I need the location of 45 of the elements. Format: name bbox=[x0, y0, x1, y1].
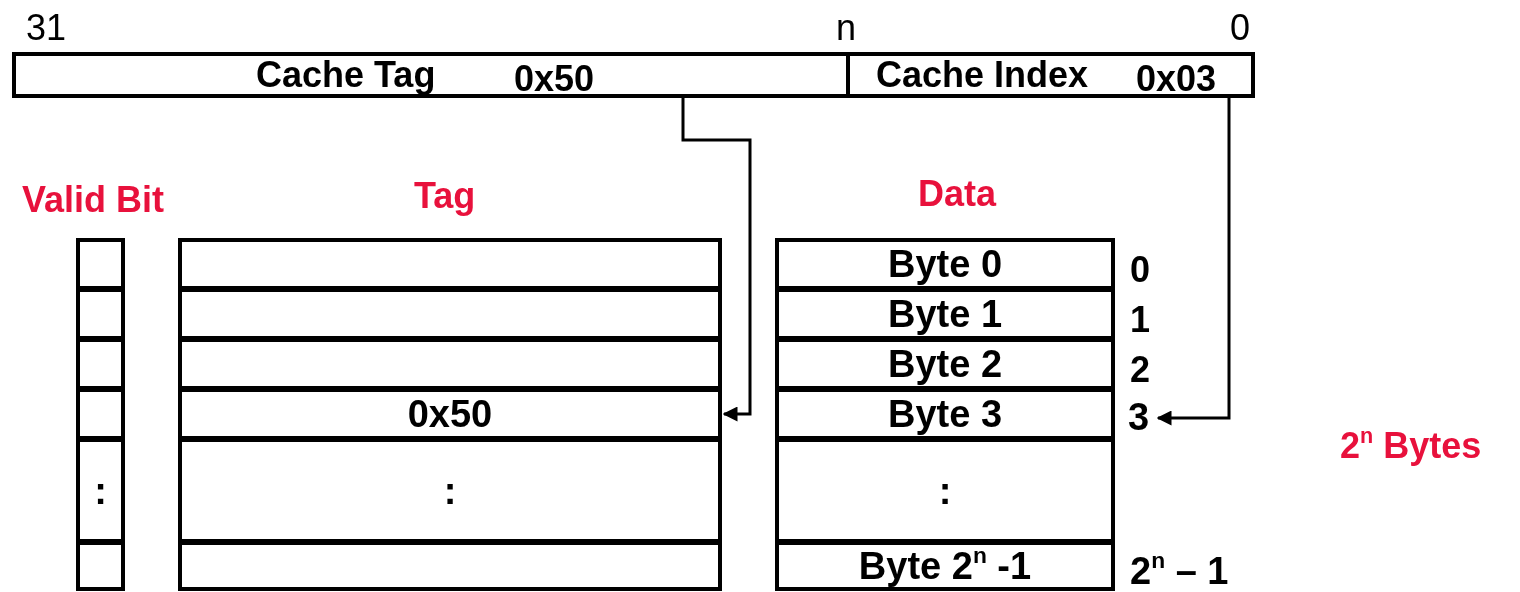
data-cell bbox=[775, 388, 1115, 440]
valid-bit-cell bbox=[76, 288, 125, 340]
row-index: 1 bbox=[1130, 302, 1151, 338]
column-heading: Data bbox=[918, 176, 997, 212]
row-index: 2$^{n}$ – 1 bbox=[1130, 552, 1229, 590]
valid-bit-cell bbox=[76, 238, 125, 290]
data-cell bbox=[775, 238, 1115, 290]
field-name: Cache Tag bbox=[256, 57, 436, 93]
cell-text: Byte 2 bbox=[887, 345, 1003, 383]
size-note: 2$^{n}$ Bytes bbox=[1340, 428, 1482, 464]
tag-cell bbox=[178, 238, 722, 290]
hex-value: 0x50 bbox=[514, 61, 595, 97]
row-index: 3 bbox=[1128, 398, 1156, 438]
field-name: Cache Index bbox=[876, 57, 1089, 93]
data-cell bbox=[775, 338, 1115, 390]
cell-text: Byte 3 bbox=[887, 395, 1003, 433]
tag-cell bbox=[178, 388, 722, 440]
data-cell bbox=[775, 541, 1115, 591]
bit-position: 0 bbox=[1230, 10, 1251, 46]
row-index: 2 bbox=[1130, 352, 1151, 388]
column-heading: Valid Bit bbox=[22, 182, 165, 218]
bit-position: n bbox=[836, 10, 857, 46]
valid-bit-cell bbox=[76, 438, 125, 543]
valid-bit-cell bbox=[76, 388, 125, 440]
arrow bbox=[1156, 98, 1231, 426]
bit-position: 31 bbox=[26, 10, 67, 46]
tag-cell bbox=[178, 288, 722, 340]
tag-cell bbox=[178, 438, 722, 543]
cell-text: Byte 2$^{n}$ -1 bbox=[858, 547, 1032, 585]
tag-cell bbox=[178, 338, 722, 390]
data-cell bbox=[775, 288, 1115, 340]
column-heading: Tag bbox=[414, 178, 476, 214]
cell-text: 0x50 bbox=[407, 395, 493, 433]
cell-text: : bbox=[938, 471, 952, 510]
hex-value: 0x03 bbox=[1136, 61, 1217, 97]
cell-text: Byte 0 bbox=[887, 245, 1003, 283]
tag-cell bbox=[178, 541, 722, 591]
valid-bit-cell bbox=[76, 541, 125, 591]
cell-text: : bbox=[443, 471, 457, 510]
valid-bit-cell bbox=[76, 338, 125, 390]
row-index: 0 bbox=[1130, 252, 1151, 288]
arrow bbox=[681, 98, 752, 422]
data-cell bbox=[775, 438, 1115, 543]
cell-text: : bbox=[94, 471, 107, 510]
cell-text: Byte 1 bbox=[887, 295, 1003, 333]
